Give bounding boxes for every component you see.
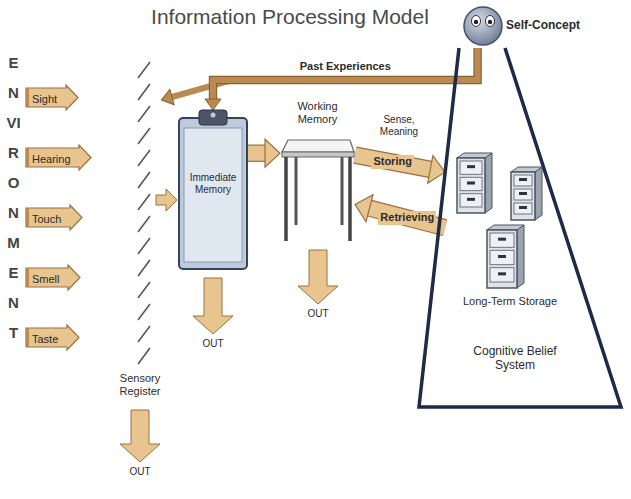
sense-arrow: Taste	[26, 325, 79, 350]
edge-label: Past Experiences	[298, 60, 393, 74]
edge-label: Retrieving	[378, 211, 436, 225]
arrow-outline	[355, 155, 430, 169]
sense-arrow: Touch	[26, 205, 82, 230]
flow-arrow	[355, 155, 430, 169]
out-label: OUT	[120, 466, 160, 478]
node-text: Smell	[32, 273, 60, 286]
node-text: Working Memory	[280, 100, 355, 125]
node-text: Cognitive Belief System	[460, 345, 570, 373]
node-text: Touch	[32, 213, 61, 226]
file-cabinets-shape	[445, 150, 575, 335]
sense-arrow: Sight	[26, 85, 78, 110]
file-cabinet	[511, 167, 542, 220]
arrow-outline	[370, 208, 445, 228]
arrow-body	[355, 155, 430, 169]
self-concept-face: Self-Concept	[462, 4, 592, 48]
flow-arrow	[370, 208, 445, 228]
node-text: Immediate Memory	[183, 172, 243, 195]
clipboard: Immediate Memory	[178, 110, 248, 270]
sensory-register-slashes	[138, 62, 150, 364]
flow-arrow	[213, 48, 478, 99]
table: Working Memory	[280, 100, 355, 245]
file-cabinets: Long-Term Storage	[445, 150, 575, 335]
edge-label: Storing	[371, 155, 414, 169]
sense-arrow: Smell	[26, 265, 80, 290]
flow-arrow	[248, 153, 265, 154]
sense-arrow: Hearing	[26, 145, 91, 170]
out-arrow	[298, 250, 338, 304]
node-text: Long-Term Storage	[445, 295, 575, 308]
arrow-body	[248, 146, 265, 161]
environment-label: ENVIRONMENT	[6, 48, 21, 348]
node-text: Hearing	[32, 153, 71, 166]
storing-note: Sense, Meaning	[368, 114, 430, 137]
arrow-outline	[213, 48, 478, 99]
out-label: OUT	[298, 308, 338, 320]
file-cabinet	[487, 225, 524, 288]
out-arrow	[120, 410, 160, 462]
node-text: Taste	[32, 333, 58, 346]
file-cabinet	[457, 153, 492, 213]
node-text: Self-Concept	[506, 19, 590, 33]
arrow-body	[370, 208, 445, 228]
out-arrow	[193, 278, 233, 334]
belief-triangle: Long-Term StorageCognitive Belief System	[415, 45, 626, 415]
input-arrow	[156, 189, 177, 211]
node-text: Sight	[32, 93, 57, 106]
out-label: OUT	[193, 338, 233, 350]
arrow-outline	[248, 144, 265, 161]
register-label: Sensory Register	[100, 372, 180, 397]
arrow-body	[213, 48, 478, 99]
